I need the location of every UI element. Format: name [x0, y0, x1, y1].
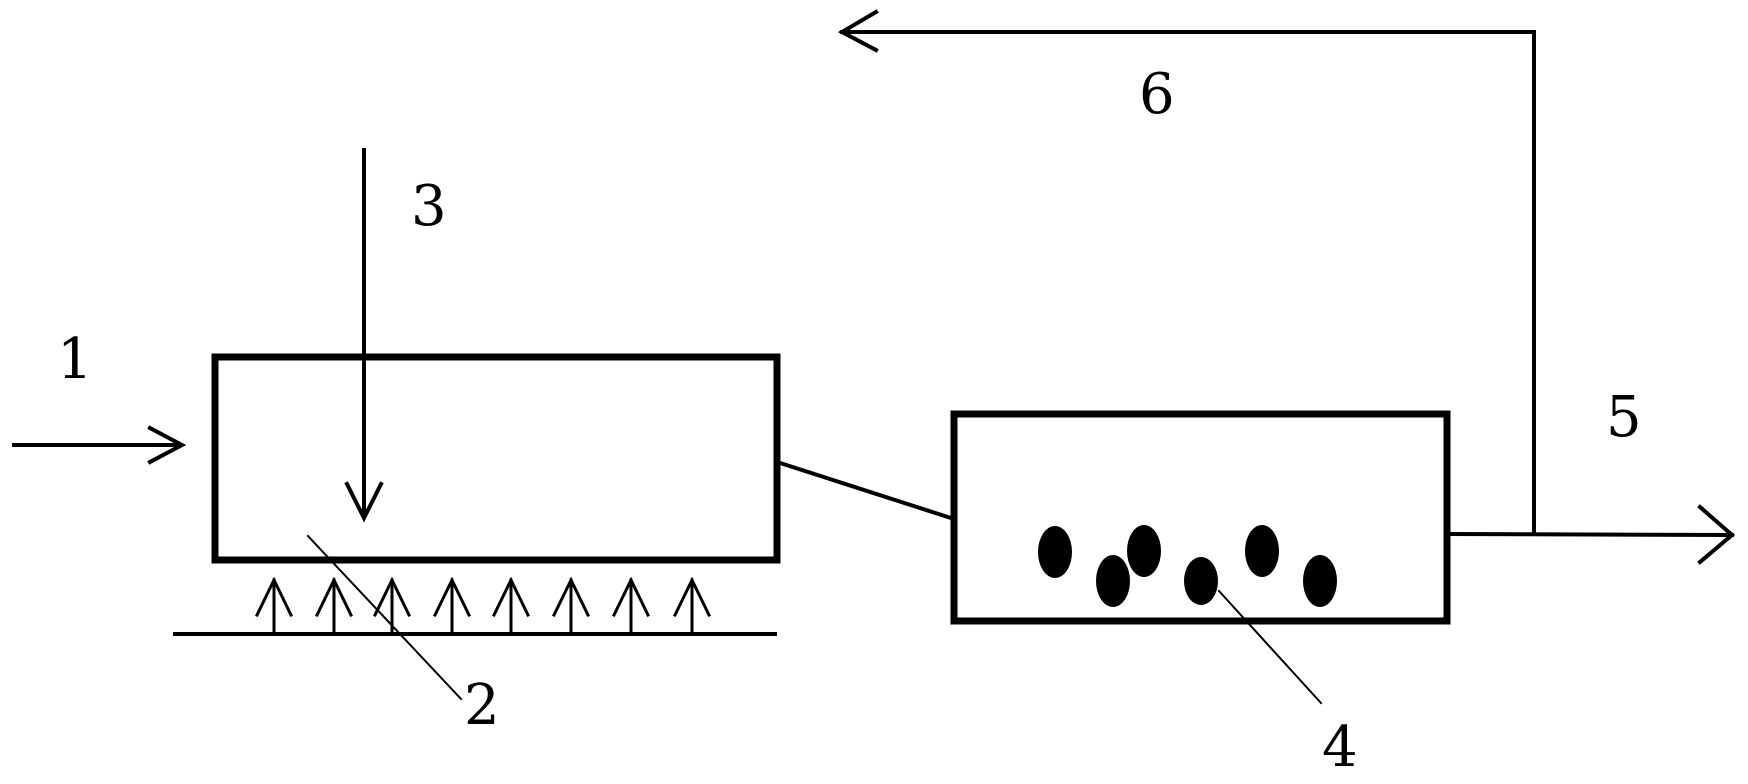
- upward-arrow-4: [432, 576, 472, 635]
- label-5: 5: [1606, 385, 1642, 450]
- particle: [1245, 525, 1279, 577]
- recycle-arrow-6: [837, 9, 1536, 536]
- upward-arrow-5: [491, 576, 531, 635]
- inlet-arrow-1: [12, 425, 187, 465]
- heating-base: [173, 576, 777, 636]
- left-tank: [211, 353, 781, 564]
- label-2: 2: [464, 673, 500, 738]
- particles: [1038, 525, 1337, 607]
- label-3: 3: [411, 174, 447, 239]
- upward-arrow-1: [254, 576, 294, 635]
- particle: [1096, 555, 1130, 607]
- right-tank: [950, 410, 1451, 625]
- particle: [1127, 525, 1161, 577]
- particle: [1038, 526, 1072, 578]
- tank-connector: [774, 459, 954, 521]
- particle: [1303, 555, 1337, 607]
- label-6: 6: [1139, 62, 1175, 127]
- leader-line-2: [306, 534, 463, 701]
- label-4: 4: [1322, 715, 1358, 780]
- upward-arrow-8: [672, 576, 712, 635]
- upward-arrow-6: [551, 576, 591, 635]
- label-1: 1: [57, 327, 93, 392]
- outlet-arrow-5: [1444, 504, 1736, 565]
- leader-line-4: [1217, 589, 1323, 705]
- upward-arrow-7: [611, 576, 651, 635]
- feed-arrow-3: [344, 148, 384, 523]
- upward-arrow-2: [314, 576, 354, 635]
- particle: [1184, 557, 1218, 605]
